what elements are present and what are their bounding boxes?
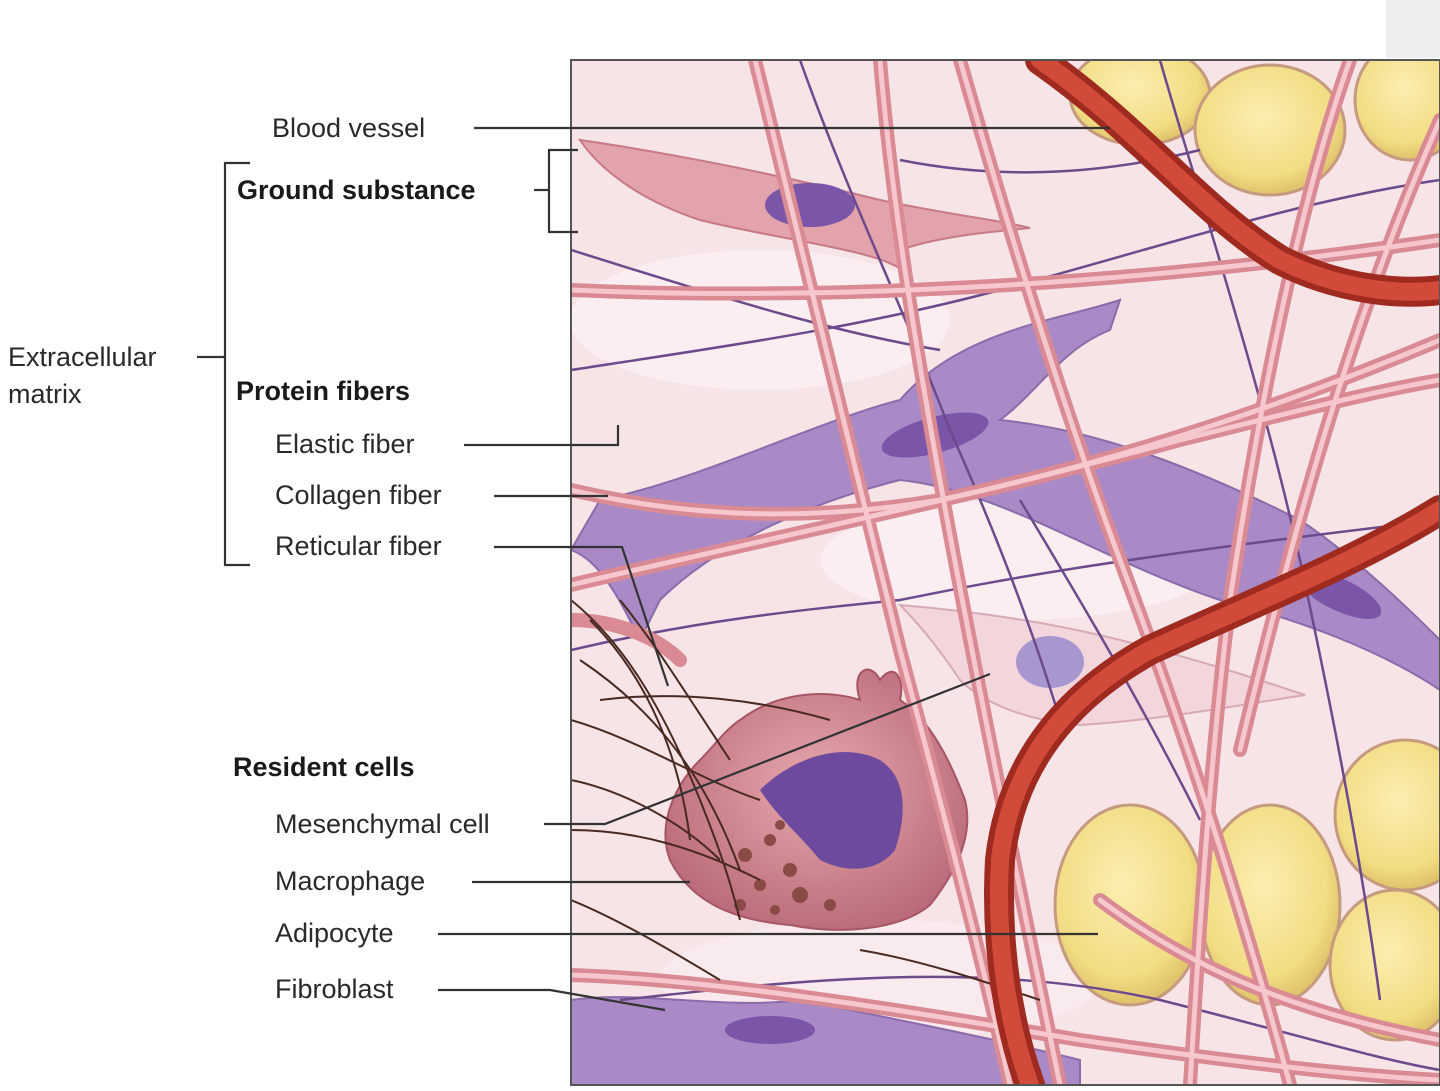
mesenchymal-cell-label: Mesenchymal cell: [275, 809, 490, 839]
illustration-border: [570, 59, 1440, 1086]
extracellular-matrix-label-line2: matrix: [8, 379, 82, 409]
fibroblast-label: Fibroblast: [275, 974, 394, 1004]
reticular-fiber-leader: [494, 545, 670, 687]
mesenchymal-nucleus: [1016, 636, 1084, 688]
fibroblast-nucleus: [725, 1016, 815, 1044]
elastic-fiber-label: Elastic fiber: [275, 429, 415, 459]
protein-fibers-label: Protein fibers: [236, 376, 411, 406]
fibroblast-leader: [438, 988, 666, 1012]
extracellular-matrix-label: Extracellular matrix: [8, 342, 157, 409]
adipocyte-cluster-top: [1068, 60, 1440, 197]
macrophage-granules: [734, 820, 836, 915]
resident-cells-label: Resident cells: [233, 752, 415, 782]
macrophage-nucleus: [760, 751, 903, 869]
ground-substance-label: Ground substance: [237, 175, 476, 205]
mesenchymal-cell-leader: [544, 672, 991, 826]
extracellular-matrix-label-line1: Extracellular: [8, 342, 157, 372]
extracellular-matrix-bracket: [223, 161, 250, 567]
reticular-fiber-label: Reticular fiber: [275, 531, 442, 561]
blood-vessels: [984, 60, 1440, 1085]
corner-shade: [1386, 0, 1440, 58]
blood-vessel-label: Blood vessel: [272, 113, 426, 143]
adipocyte-cluster-bottom: [1053, 738, 1440, 1042]
collagen-fiber-label: Collagen fiber: [275, 480, 442, 510]
adipocyte-label: Adipocyte: [275, 918, 394, 948]
elastic-fiber-leader: [464, 425, 620, 447]
macrophage-label: Macrophage: [275, 866, 426, 896]
ground-substance-bracket: [547, 148, 578, 234]
